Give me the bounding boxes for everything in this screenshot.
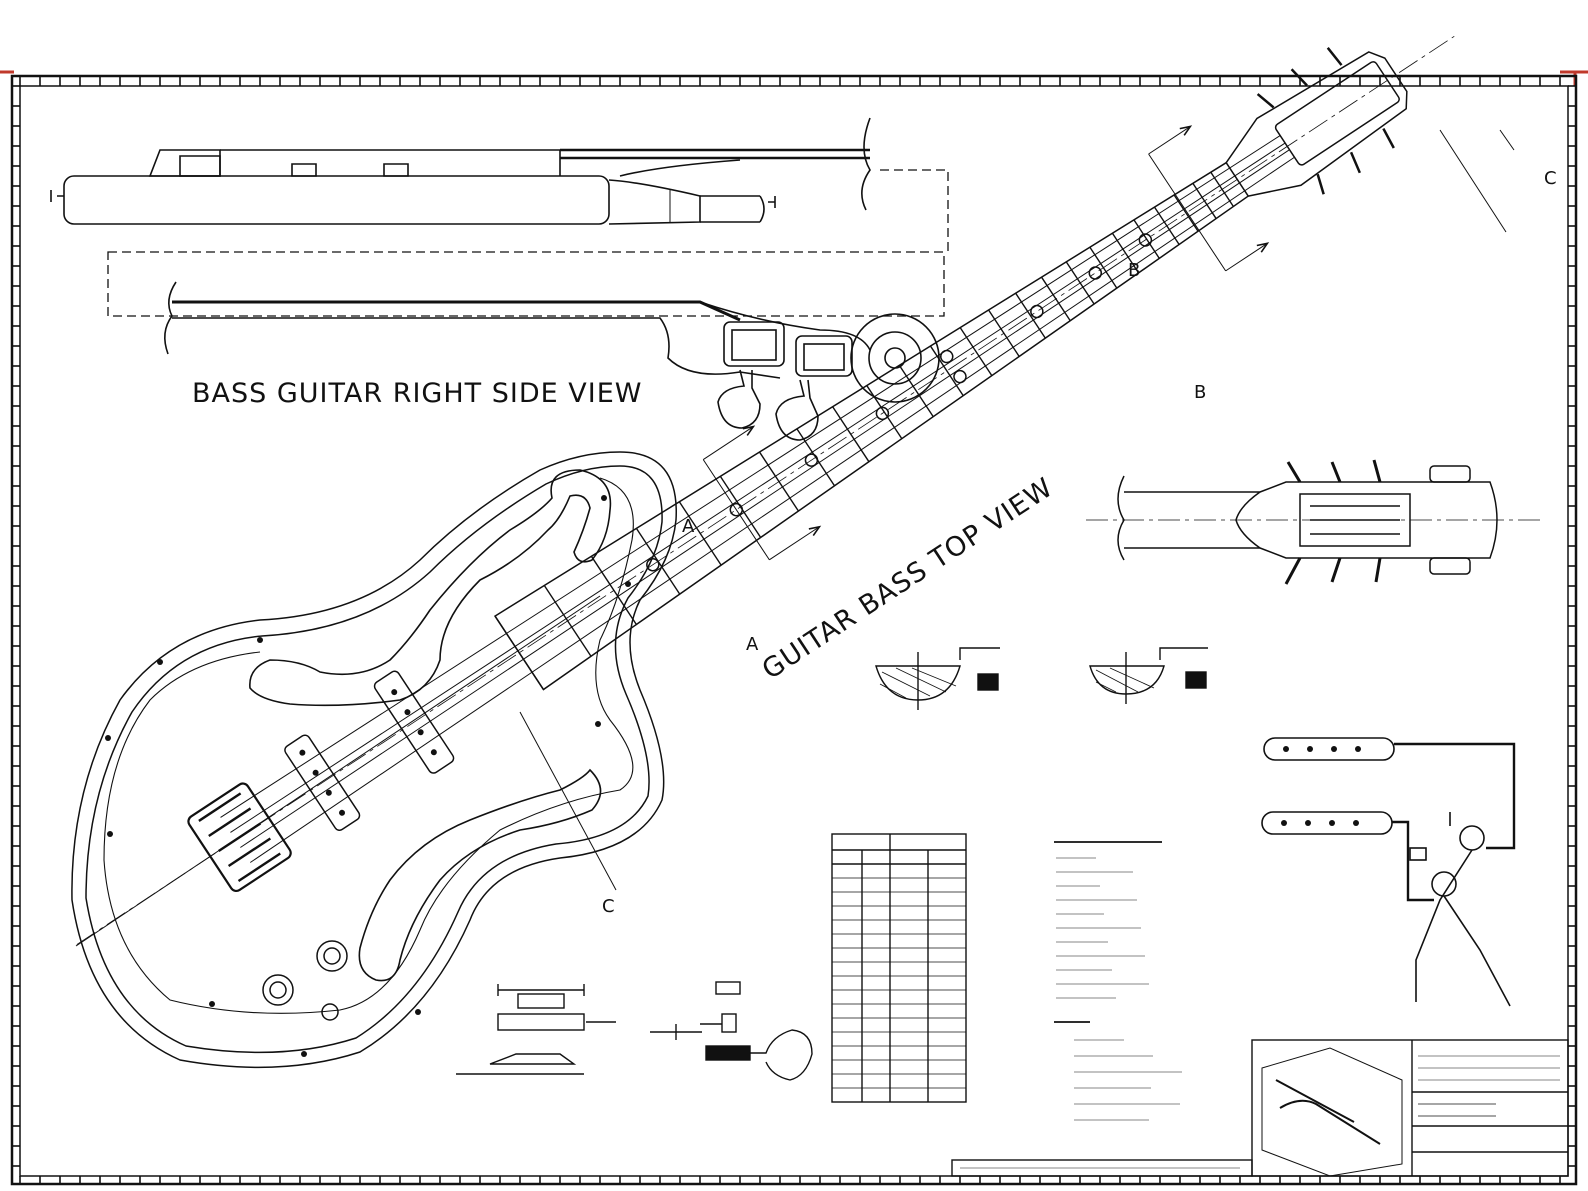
top-view-title: GUITAR BASS TOP VIEW xyxy=(757,472,1059,686)
side-view-body xyxy=(50,117,949,317)
side-view-neck xyxy=(164,281,940,441)
wiring-diagram xyxy=(1261,737,1516,1007)
notes-block xyxy=(1054,841,1182,1121)
headstock-bottom-view xyxy=(1086,459,1540,585)
neck-section-b xyxy=(1089,647,1208,704)
detail-drawings xyxy=(456,981,813,1081)
table-rows xyxy=(832,877,966,1089)
fret-spacing-table xyxy=(831,833,967,1103)
drawing-border xyxy=(10,74,1578,1186)
svg-text:B: B xyxy=(1194,382,1206,403)
svg-text:A: A xyxy=(682,516,695,537)
fret-lines xyxy=(494,171,1234,690)
dimension-c xyxy=(75,129,1515,947)
neck-section-a xyxy=(875,647,1000,710)
title-block xyxy=(951,1039,1569,1177)
sheet-corner-marks xyxy=(0,70,1588,86)
svg-text:B: B xyxy=(1128,260,1140,281)
side-view-title: BASS GUITAR RIGHT SIDE VIEW xyxy=(192,378,642,409)
top-view-body xyxy=(71,451,677,1069)
svg-text:C: C xyxy=(602,896,615,917)
svg-text:C: C xyxy=(1544,168,1557,189)
section-labels: A A B B C C xyxy=(602,168,1557,917)
border-tick-marks xyxy=(12,76,1576,1184)
svg-text:A: A xyxy=(746,634,759,655)
